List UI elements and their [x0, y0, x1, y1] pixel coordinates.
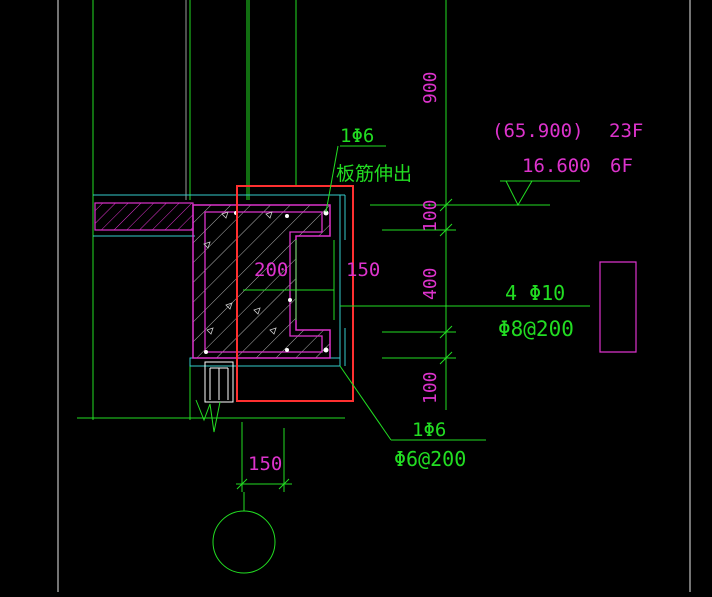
top-note-label: 板筋伸出 — [336, 163, 412, 185]
beam-section — [192, 204, 331, 359]
main-rebar-label: 4 Φ10 — [505, 281, 565, 305]
labels: 1Φ6 板筋伸出 (65.900) 23F 16.600 6F 4 Φ10 Φ8… — [248, 71, 643, 475]
grid-axis-bubble — [212, 510, 276, 574]
inner-dimensions — [243, 240, 335, 320]
window-frame — [195, 361, 234, 433]
stirrup-label: Φ8@200 — [498, 317, 574, 341]
bottom-dimension — [236, 422, 292, 492]
dim-inner-200: 200 — [254, 259, 288, 281]
leader-lines — [325, 145, 590, 441]
dim-v-900: 900 — [420, 71, 441, 104]
vertical-dimension-chain — [382, 40, 456, 410]
frame-lines — [57, 0, 691, 592]
dim-v-400: 400 — [420, 267, 441, 300]
highlight-box — [236, 185, 354, 402]
dim-inner-150: 150 — [346, 259, 380, 281]
section-bracket — [599, 261, 637, 353]
top-rebar-label: 1Φ6 — [340, 125, 374, 147]
elevation-lower: 16.600 — [522, 155, 591, 177]
elevation-upper: (65.900) — [492, 120, 584, 142]
elevation-upper-floor: 23F — [609, 120, 643, 142]
dim-bottom-150: 150 — [248, 453, 282, 475]
dim-v-100-top: 100 — [420, 199, 441, 232]
dim-v-100-bottom: 100 — [420, 371, 441, 404]
floor-slab — [94, 202, 194, 231]
bottom-rebar-label-1: 1Φ6 — [412, 419, 446, 441]
bottom-rebar-label-2: Φ6@200 — [394, 447, 466, 471]
elevation-marker — [370, 180, 580, 207]
elevation-lower-floor: 6F — [610, 155, 633, 177]
